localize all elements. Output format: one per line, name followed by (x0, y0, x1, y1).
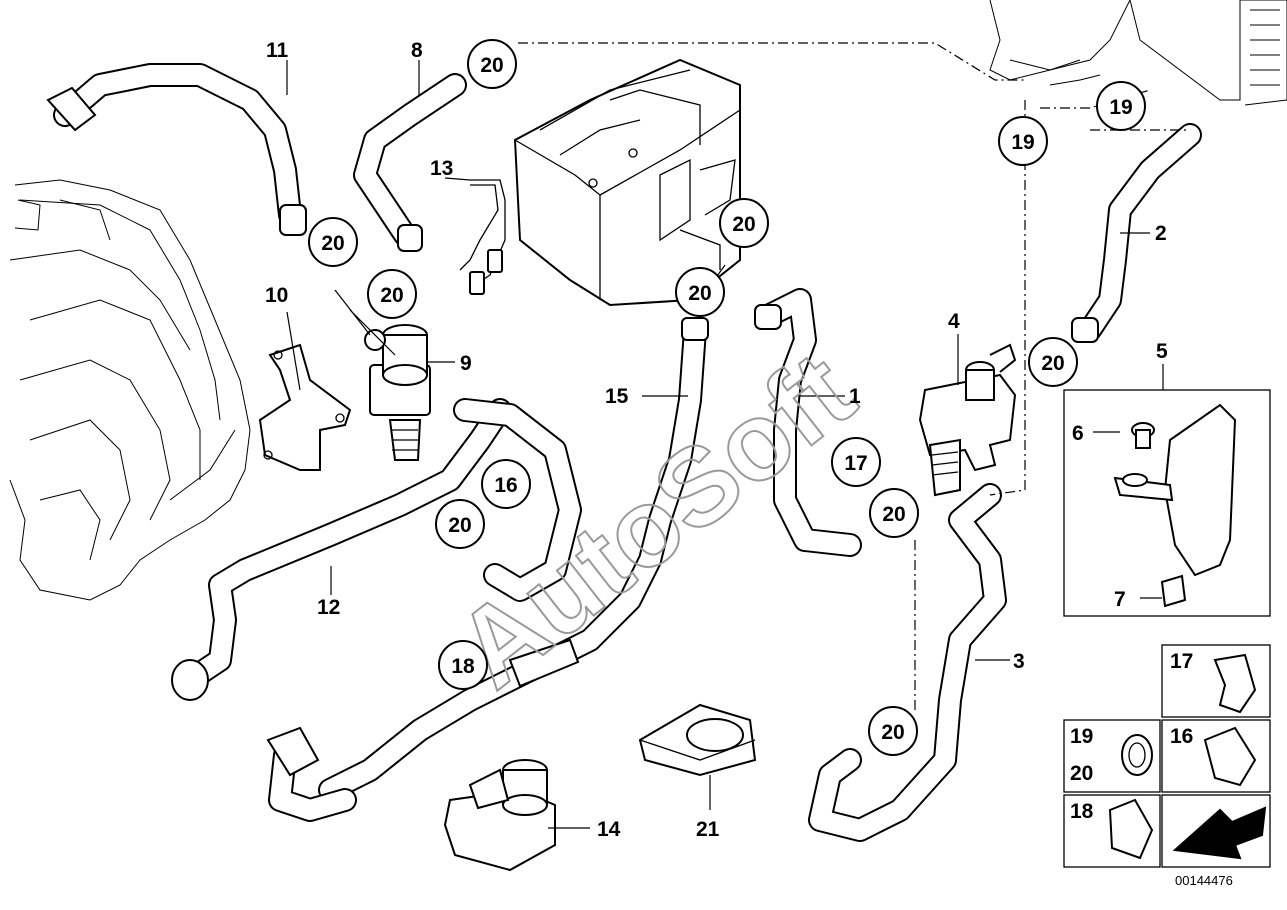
circle-label-19: 19 (998, 116, 1048, 166)
part-label-12: 12 (317, 596, 340, 619)
inset-label-18: 18 (1070, 800, 1094, 823)
circle-label-18: 18 (438, 640, 488, 690)
svg-text:20: 20 (882, 503, 905, 526)
auxiliary-heater (513, 58, 741, 307)
part-label-9: 9 (460, 352, 472, 375)
part-label-5: 5 (1156, 340, 1168, 363)
circle-label-16: 16 (481, 459, 531, 509)
hose-11 (46, 63, 307, 236)
circle-label-20: 20 (1028, 337, 1078, 387)
part-label-15: 15 (605, 385, 629, 408)
inset-label-17: 17 (1170, 650, 1193, 673)
holder-21 (638, 703, 757, 777)
svg-text:19: 19 (1109, 96, 1132, 119)
svg-text:20: 20 (480, 54, 503, 77)
svg-text:20: 20 (448, 514, 471, 537)
inset-label-19: 19 (1070, 725, 1093, 748)
part-label-10: 10 (265, 284, 288, 307)
hose-12 (171, 398, 512, 701)
hose-2 (1071, 123, 1202, 343)
bracket-10 (258, 343, 352, 471)
svg-text:18: 18 (451, 655, 475, 678)
engine-outline (9, 179, 251, 601)
svg-text:17: 17 (844, 452, 867, 475)
circle-label-20: 20 (367, 269, 417, 319)
part-label-13: 13 (430, 157, 453, 180)
circle-label-17: 17 (831, 437, 881, 487)
circle-label-20: 20 (675, 267, 725, 317)
hose-3 (808, 483, 1007, 842)
svg-text:20: 20 (380, 284, 403, 307)
hose-8 (353, 73, 467, 252)
svg-text:AutoSoft: AutoSoft (434, 329, 876, 712)
circle-label-20: 20 (435, 499, 485, 549)
part-label-1: 1 (849, 385, 861, 408)
hose-13-wire (459, 179, 506, 295)
svg-text:20: 20 (732, 213, 755, 236)
inset-tile-labels: 17 19 20 16 18 (1070, 650, 1193, 823)
circled-labels: 20 20 20 20 20 20 20 20 (308, 39, 1146, 756)
part-label-8: 8 (411, 39, 423, 62)
valve-4 (918, 343, 1017, 497)
part-label-11: 11 (266, 39, 289, 62)
circle-label-20: 20 (467, 39, 517, 89)
inset-label-20: 20 (1070, 762, 1093, 785)
inset-tiles (1063, 644, 1271, 868)
inset-label-16: 16 (1170, 725, 1193, 748)
hose-1 (754, 288, 862, 557)
part-label-4: 4 (948, 310, 960, 333)
circle-label-20: 20 (868, 706, 918, 756)
document-id: 00144476 (1175, 873, 1233, 888)
svg-text:20: 20 (321, 232, 344, 255)
hose-15 (318, 317, 709, 802)
reference-lines (518, 42, 1190, 710)
part-label-7: 7 (1114, 588, 1126, 611)
hose-16 (453, 398, 582, 602)
circle-label-20: 20 (719, 198, 769, 248)
part-label-14: 14 (597, 818, 621, 841)
circle-label-20: 20 (869, 488, 919, 538)
part-label-3: 3 (1013, 650, 1025, 673)
part-label-6: 6 (1072, 422, 1084, 445)
svg-text:16: 16 (494, 474, 517, 497)
hose-14-loop (266, 726, 357, 822)
watermark: AutoSoft (433, 328, 877, 713)
inset-panel-5 (1063, 389, 1271, 617)
circle-label-20: 20 (308, 217, 358, 267)
valve-9 (364, 324, 431, 461)
pump-14 (443, 759, 556, 872)
part-number-labels: 11 8 13 10 9 15 1 4 2 5 6 7 12 3 14 21 (265, 39, 1168, 841)
svg-text:19: 19 (1011, 131, 1034, 154)
circle-label-19: 19 (1096, 81, 1146, 131)
svg-text:20: 20 (1041, 352, 1064, 375)
svg-text:20: 20 (881, 721, 904, 744)
part-label-2: 2 (1155, 222, 1167, 245)
part-label-21: 21 (696, 818, 720, 841)
svg-text:20: 20 (688, 282, 711, 305)
